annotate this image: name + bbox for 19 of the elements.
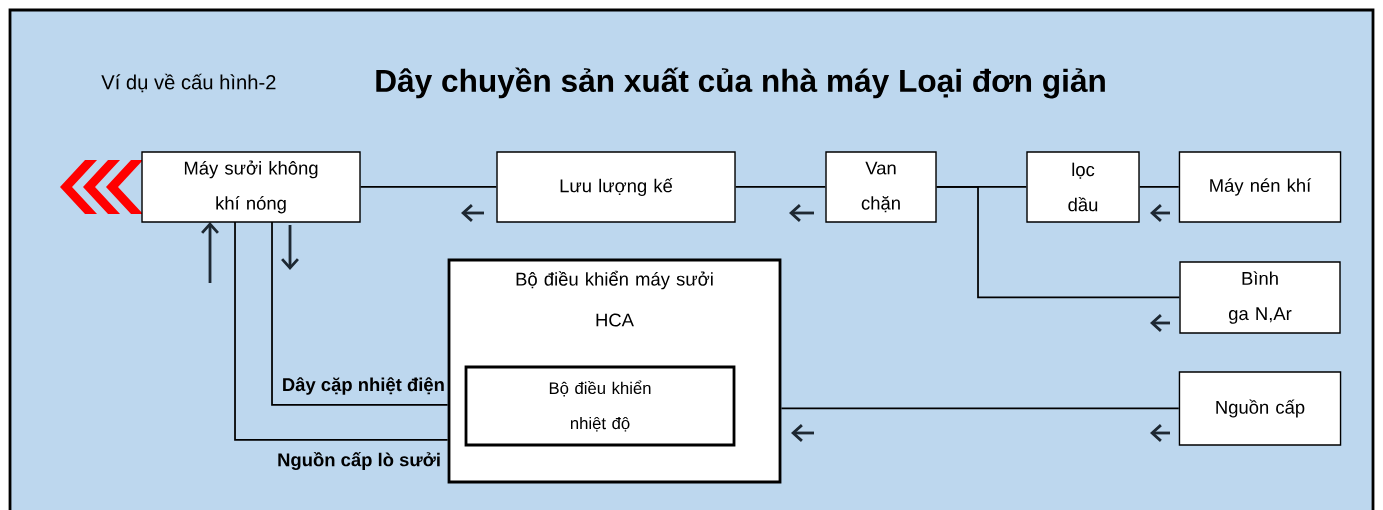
process-box: Nguồn cấp xyxy=(1178,371,1342,446)
process-box: Van chặn xyxy=(825,151,937,223)
connector-line xyxy=(780,407,1180,410)
subtitle: Ví dụ về cấu hình-2 xyxy=(101,73,276,93)
process-box: Bộ điều khiển nhiệt độ xyxy=(464,365,736,447)
process-box: lọc dầu xyxy=(1026,151,1140,223)
edge-label: Nguồn cấp lò sưởi xyxy=(278,451,440,471)
connector-line xyxy=(234,221,449,441)
connector-line xyxy=(1138,186,1180,188)
connector-line xyxy=(935,186,1181,299)
edge-label: Dây cặp nhiệt điện xyxy=(283,377,444,395)
process-box: Máy sưởi không khí nóng xyxy=(141,151,361,223)
process-box: Bình ga N,Ar xyxy=(1179,261,1341,334)
connector-line xyxy=(359,186,498,188)
process-box: Lưu lượng kế xyxy=(496,151,736,223)
connector-line xyxy=(734,186,827,188)
process-box: Máy nén khí xyxy=(1178,151,1342,223)
title: Dây chuyền sản xuất của nhà máy Loại đơn giản xyxy=(376,67,1105,99)
connector-line xyxy=(271,221,449,406)
